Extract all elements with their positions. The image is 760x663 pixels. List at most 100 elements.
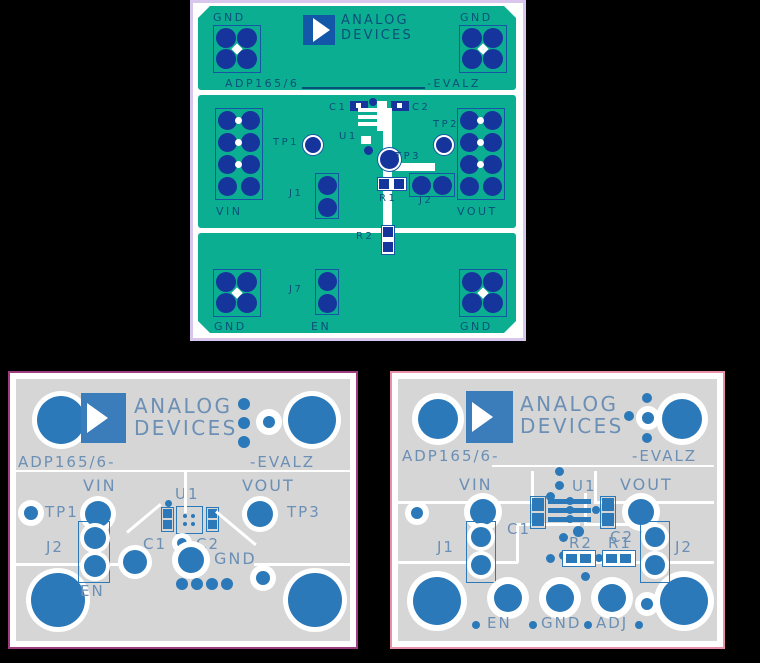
via-dot xyxy=(584,621,592,629)
keepout-line xyxy=(531,471,534,503)
via-dot xyxy=(642,412,654,424)
u1-left-pads-bl xyxy=(161,507,174,532)
via-dot xyxy=(642,393,652,403)
part-number-prefix-bl: ADP165/6- xyxy=(18,453,116,471)
pad-group-j2-top[interactable] xyxy=(409,173,455,197)
designator-j2-bl: J2 xyxy=(46,538,64,556)
via-dot xyxy=(546,554,555,563)
pad-group-gnd-bottom-left[interactable] xyxy=(213,269,261,317)
u1-body xyxy=(377,101,387,131)
pad-group-gnd-bottom-right[interactable] xyxy=(459,269,507,317)
gnd-pad-br[interactable] xyxy=(546,584,574,612)
j1-pin2-br[interactable] xyxy=(471,555,491,575)
designator-r1-br: R1 xyxy=(608,534,632,552)
designator-u1-br: U1 xyxy=(572,477,597,495)
u1-pin-br xyxy=(571,499,591,504)
label-vout-bl: VOUT xyxy=(242,476,295,495)
u1-pin-br xyxy=(571,508,591,513)
designator-u1-bl: U1 xyxy=(175,485,200,503)
vin-pad-br[interactable] xyxy=(470,499,496,525)
via-dot xyxy=(238,417,250,429)
resistor-r1-br xyxy=(602,550,636,567)
mount-hole-br[interactable] xyxy=(288,573,342,627)
pad-group-vout[interactable] xyxy=(457,108,505,200)
resistor-r1-top xyxy=(377,177,407,191)
part-number-prefix-br: ADP165/6- xyxy=(402,447,500,465)
label-gnd-top-right: GND xyxy=(460,11,493,24)
designator-j2-br: J2 xyxy=(675,538,693,556)
pad-group-j2-bl[interactable] xyxy=(78,521,110,583)
u1-pin1-dot-br xyxy=(546,492,555,501)
mount-hole-br-br[interactable] xyxy=(660,577,708,625)
designator-tp1-bl: TP1 xyxy=(45,503,79,521)
gnd-pad-bl[interactable] xyxy=(178,547,204,573)
brand-wordmark-br: ANALOG DEVICES xyxy=(520,393,624,438)
mount-hole-bl-br[interactable] xyxy=(413,577,461,625)
via-dot xyxy=(206,578,218,590)
label-adj-br: ADJ xyxy=(596,614,629,632)
brand-line-devices: DEVICES xyxy=(341,27,413,43)
via-dot xyxy=(411,507,423,519)
pad-group-vin[interactable] xyxy=(215,108,263,200)
pcb-assembly-view: GND GND ANALOG DEVICES ADP165/6 -EVALZ xyxy=(190,0,526,341)
via-dot xyxy=(559,533,568,542)
label-gnd-br: GND xyxy=(541,614,582,632)
analog-devices-logo-icon xyxy=(303,15,335,45)
via-dot xyxy=(529,621,537,629)
j2-pin2-bl[interactable] xyxy=(84,555,106,577)
mount-hole-bl[interactable] xyxy=(31,573,85,627)
vout-pad-br[interactable] xyxy=(628,499,654,525)
analog-devices-logo-icon-br xyxy=(466,391,513,443)
j2-pin1-br[interactable] xyxy=(645,527,665,547)
vin-pad-bl[interactable] xyxy=(85,501,111,527)
testpoint-tp1-bl[interactable] xyxy=(24,506,38,520)
via-dot xyxy=(641,598,653,610)
mount-hole-tl[interactable] xyxy=(37,396,85,444)
designator-j1-br: J1 xyxy=(437,538,455,556)
designator-c1-top: C1 xyxy=(329,102,348,113)
via-dot xyxy=(221,578,233,590)
vout-pad-bl[interactable] xyxy=(247,501,273,527)
pad-group-gnd-top-left[interactable] xyxy=(213,25,261,73)
en-pad-br[interactable] xyxy=(494,584,522,612)
pad-group-j2-br[interactable] xyxy=(640,521,670,583)
label-en-br: EN xyxy=(487,614,512,632)
brand-line-devices-bl: DEVICES xyxy=(134,416,238,441)
designator-j2-top: J2 xyxy=(419,195,434,206)
designator-r1-top: R1 xyxy=(379,193,398,204)
pad-group-gnd-top-right[interactable] xyxy=(459,25,507,73)
designator-c2-top: C2 xyxy=(412,102,431,113)
keepout-line xyxy=(398,561,518,564)
j2-pin2-br[interactable] xyxy=(645,555,665,575)
designator-j7-top: J7 xyxy=(289,284,304,295)
brand-wordmark: ANALOG DEVICES xyxy=(341,13,413,43)
brand-line-analog-bl: ANALOG xyxy=(134,394,233,418)
pad-group-j1-top[interactable] xyxy=(315,173,339,219)
analog-devices-logo-icon-bl xyxy=(81,393,126,443)
adj-pad-br[interactable] xyxy=(598,584,626,612)
via-dot xyxy=(263,416,275,428)
keepout-line xyxy=(516,523,519,563)
designator-tp1-top: TP1 xyxy=(273,137,300,148)
via-dot xyxy=(566,515,574,523)
u1-pin-br xyxy=(571,517,591,522)
via-dot xyxy=(555,481,564,490)
part-number-rule-bl xyxy=(16,470,350,472)
j2-pin1-bl[interactable] xyxy=(84,527,106,549)
pad-group-j7-en[interactable] xyxy=(315,269,339,315)
pad-mid1-bl[interactable] xyxy=(123,550,147,574)
designator-tp2-top: TP2 xyxy=(433,119,460,130)
j1-pin1-br[interactable] xyxy=(471,527,491,547)
pad-group-j1-br[interactable] xyxy=(466,521,496,583)
via-dot xyxy=(256,571,270,585)
part-number-rule-top xyxy=(302,87,425,89)
brand-line-analog-br: ANALOG xyxy=(520,392,619,416)
mount-hole-tr[interactable] xyxy=(288,396,336,444)
mount-hole-tr-br[interactable] xyxy=(662,399,702,439)
resistor-r2-top xyxy=(381,225,395,255)
mount-hole-tl-br[interactable] xyxy=(418,399,458,439)
pcb-top-layer-view: ANALOG DEVICES ADP165/6- -EVALZ VIN VOUT… xyxy=(8,371,358,649)
u1-pin1-dot-bl xyxy=(165,500,172,507)
designator-c2-br: C2 xyxy=(610,528,635,546)
designator-c1-br: C1 xyxy=(507,520,532,538)
